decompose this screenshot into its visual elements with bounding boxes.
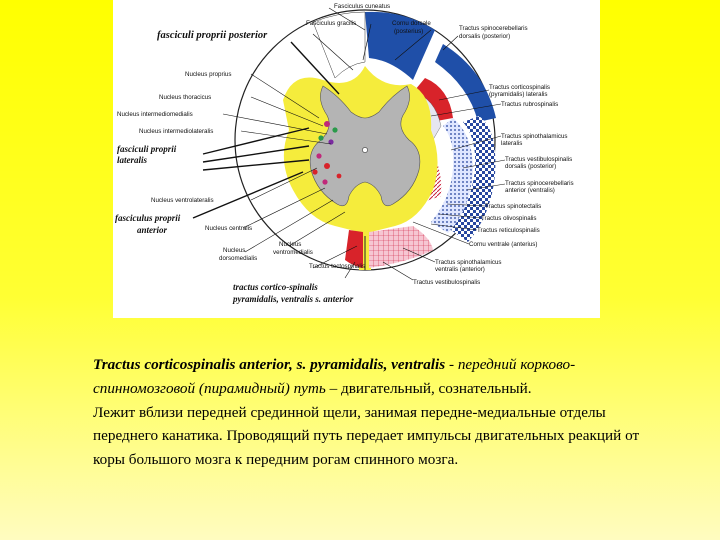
label-fasciculus-gracilis: Fasciculus gracilis	[306, 20, 356, 27]
pointer-lines-left	[192, 7, 372, 279]
label-fasciculi-proprii-lateralis-2: lateralis	[117, 155, 147, 165]
label-nucleus-ventrolateralis: Nucleus ventrolateralis	[151, 197, 214, 204]
anterior-corticospinal-tract	[345, 230, 363, 268]
label-fasciculus-proprii-anterior-1: fasciculus proprii	[115, 213, 181, 223]
label-nucleus-centralis: Nucleus centralis	[205, 225, 252, 232]
label-tr-vestibulospinalis-ant: Tractus vestibulospinalis	[413, 279, 480, 286]
label-nucleus-proprius: Nucleus proprius	[185, 71, 231, 78]
label-tr-corticospinalis-lat-1: Tractus corticospinalis	[489, 84, 550, 91]
label-tr-vestibulospinalis-2: dorsalis (posterior)	[505, 163, 556, 170]
spinal-cord-diagram: Fasciculus cuneatus Fasciculus gracilis …	[115, 3, 574, 304]
label-tr-spinothalamicus-lat-2: lateralis	[501, 140, 522, 147]
spinocerebellar-tract-band	[451, 116, 496, 242]
label-nucleus-ventromedialis-2: ventromedialis	[273, 249, 313, 256]
caption-definition: – двигательный, сознательный.	[325, 379, 532, 397]
label-tr-corticospinalis-lat-2: (pyramidalis) lateralis	[489, 91, 547, 98]
pointer-lines-right	[382, 29, 506, 281]
label-tr-corticospinalis-ant-1: tractus cortico-spinalis	[233, 282, 318, 292]
label-tr-olivospinalis: Tractus olivospinalis	[481, 215, 536, 222]
lateral-corticospinal-tract	[415, 78, 453, 122]
label-nucleus-dorsomedialis-1: Nucleus	[223, 247, 245, 254]
label-cornu-dorsale: Cornu dorsale	[392, 20, 431, 27]
caption-term: Tractus corticospinalis anterior, s. pyr…	[93, 356, 446, 373]
caption: Tractus corticospinalis anterior, s. pyr…	[93, 353, 653, 472]
label-tr-spinocerebellaris-ant-1: Tractus spinocerebellaris	[505, 180, 574, 187]
label-nucleus-ventromedialis-1: Nucleus	[279, 241, 301, 248]
label-fasciculi-proprii-posterior: fasciculi proprii posterior	[157, 30, 268, 41]
label-tr-corticospinalis-ant-2: pyramidalis, ventralis s. anterior	[232, 294, 354, 304]
caption-paragraph-2: Лежит вблизи передней срединной щели, за…	[93, 403, 640, 469]
label-tr-spinothalamicus-lat-1: Tractus spinothalamicus	[501, 133, 568, 140]
label-cornu-dorsale-sub: (posterius)	[394, 28, 423, 35]
figure-panel: Fasciculus cuneatus Fasciculus gracilis …	[113, 0, 600, 318]
label-cornu-ventrale: Cornu ventrale (anterius)	[469, 241, 537, 248]
label-fasciculus-proprii-anterior-2: anterior	[137, 225, 168, 235]
caption-term-ru: - передний корково-спинномозговой (пирам…	[93, 356, 576, 397]
label-tr-vestibulospinalis-1: Tractus vestibulospinalis	[505, 156, 572, 163]
central-canal	[362, 147, 368, 153]
label-tr-spinocerebellaris-dorsalis-sub: dorsalis (posterior)	[459, 33, 510, 40]
label-fasciculi-proprii-lateralis-1: fasciculi proprii	[117, 144, 177, 154]
label-nucleus-dorsomedialis-2: dorsomedialis	[219, 255, 257, 262]
label-tr-rubrospinalis: Tractus rubrospinalis	[501, 101, 558, 108]
label-tr-spinocerebellaris-ant-2: anterior (ventralis)	[505, 187, 555, 194]
label-tr-tectospinalis: Tractus tectospinalis	[309, 263, 365, 270]
label-tr-spinotectalis: Tractus spinotectalis	[485, 203, 541, 210]
label-nucleus-intermediolateralis: Nucleus intermediolateralis	[139, 128, 213, 135]
caption-paragraph-1: Tractus corticospinalis anterior, s. pyr…	[93, 353, 653, 401]
spinocerebellar-dorsal-tract	[435, 44, 496, 122]
label-tr-spinothalamicus-ant-2: ventralis (anterior)	[435, 266, 485, 273]
fasciculus-gracilis	[312, 11, 366, 79]
label-fasciculus-cuneatus: Fasciculus cuneatus	[334, 3, 390, 10]
anterior-tracts-grid	[369, 226, 433, 268]
label-tr-reticulospinalis: Tractus reticulospinalis	[477, 227, 540, 234]
nuclei-cluster	[312, 121, 342, 185]
label-tr-spinothalamicus-ant-1: Tractus spinothalamicus	[435, 259, 502, 266]
label-tr-spinocerebellaris-dorsalis: Tractus spinocerebellaris	[459, 25, 528, 32]
label-nucleus-thoracicus: Nucleus thoracicus	[159, 94, 211, 101]
label-nucleus-intermediomedialis: Nucleus intermediomedialis	[117, 111, 193, 118]
fasciculus-cuneatus	[365, 11, 435, 80]
